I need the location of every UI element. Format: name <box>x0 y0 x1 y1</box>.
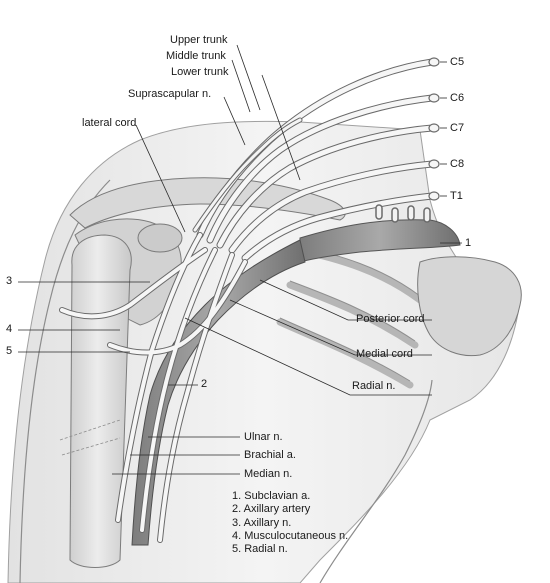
humerus-detail-2 <box>61 437 121 456</box>
label-c7: C7 <box>450 122 465 134</box>
legend: 1. Subclavian a. 2. Axillary artery 3. A… <box>232 490 348 556</box>
label-medial-cord: Medial cord <box>356 348 413 360</box>
label-posterior-cord: Posterior cord <box>356 313 425 325</box>
label-ulnar-n: Ulnar n. <box>244 431 283 443</box>
label-num-3: 3 <box>6 275 13 287</box>
label-median-n: Median n. <box>244 468 293 480</box>
legend-item-axillary-n: 3. Axillary n. <box>232 516 292 529</box>
terminal-nerves <box>59 232 248 543</box>
label-brachial-a: Brachial a. <box>244 449 296 461</box>
legend-item-radial-n: 5. Radial n. <box>232 543 288 556</box>
label-middle-trunk: Middle trunk <box>166 50 226 62</box>
label-num-4: 4 <box>6 323 13 335</box>
label-num-1: 1 <box>465 237 472 249</box>
label-num-2: 2 <box>201 378 208 390</box>
root-tips <box>428 57 440 201</box>
sternum <box>417 256 522 357</box>
label-t1: T1 <box>450 190 463 202</box>
coracoid-process <box>137 223 183 253</box>
legend-item-subclavian: 1. Subclavian a. <box>232 490 311 502</box>
label-lower-trunk: Lower trunk <box>171 66 229 78</box>
label-suprascapular-n: Suprascapular n. <box>128 88 212 100</box>
arm-outline-right <box>319 379 433 583</box>
label-upper-trunk: Upper trunk <box>170 34 228 46</box>
legend-item-axillary-artery: 2. Axillary artery <box>232 503 311 516</box>
subclavian-artery <box>299 219 461 263</box>
intercostal-stubs <box>375 204 431 223</box>
legend-item-musculocutaneous: 4. Musculocutaneous n. <box>232 529 349 542</box>
humerus-detail <box>59 419 121 441</box>
label-lateral-cord: lateral cord <box>82 117 137 129</box>
label-radial-n: Radial n. <box>352 380 396 392</box>
label-c5: C5 <box>450 56 465 68</box>
label-c6: C6 <box>450 92 465 104</box>
label-num-5: 5 <box>6 345 13 357</box>
label-c8: C8 <box>450 158 465 170</box>
leader-lines <box>18 44 462 475</box>
